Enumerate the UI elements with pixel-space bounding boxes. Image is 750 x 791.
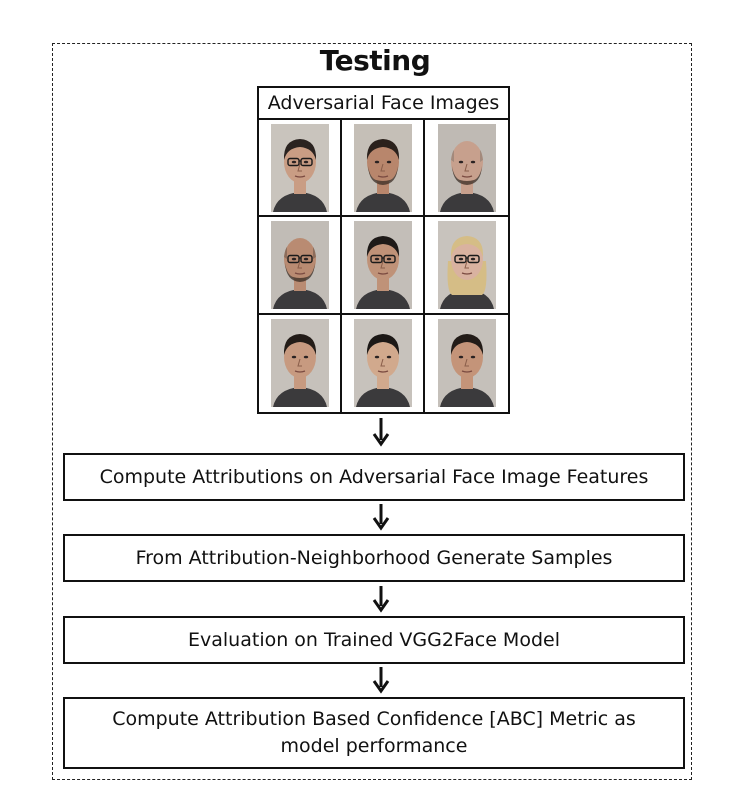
face-image-cell bbox=[259, 314, 342, 412]
step-compute-attributions-label: Compute Attributions on Adversarial Face… bbox=[99, 466, 649, 488]
arrow-down-icon bbox=[372, 667, 390, 694]
face-image-cell bbox=[342, 217, 425, 315]
step-abc-metric: Compute Attribution Based Confidence [AB… bbox=[63, 697, 685, 769]
face-image-cell bbox=[425, 315, 508, 412]
face-image-cell bbox=[259, 120, 342, 218]
arrow-down-icon bbox=[372, 504, 390, 531]
arrow-down-icon bbox=[372, 586, 390, 613]
face-photo bbox=[437, 220, 496, 309]
face-image-cell bbox=[342, 120, 425, 218]
adversarial-images-label: Adversarial Face Images bbox=[267, 92, 500, 114]
face-photo bbox=[437, 319, 496, 408]
face-image-grid bbox=[259, 118, 508, 412]
step-abc-metric-label: Compute Attribution Based Confidence [AB… bbox=[112, 708, 636, 757]
face-image-cell bbox=[425, 120, 508, 218]
face-photo bbox=[437, 123, 496, 212]
adversarial-images-panel: Adversarial Face Images bbox=[257, 86, 510, 414]
face-photo bbox=[353, 123, 412, 212]
face-photo bbox=[353, 220, 412, 309]
face-photo bbox=[270, 220, 329, 309]
step-compute-attributions: Compute Attributions on Adversarial Face… bbox=[63, 453, 685, 501]
step-evaluation-label: Evaluation on Trained VGG2Face Model bbox=[188, 629, 560, 651]
arrow-down-icon bbox=[372, 418, 390, 447]
face-photo bbox=[353, 319, 412, 408]
diagram-title: Testing bbox=[319, 44, 431, 77]
face-image-cell bbox=[259, 217, 342, 315]
step-generate-samples-label: From Attribution-Neighborhood Generate S… bbox=[135, 547, 613, 569]
step-generate-samples: From Attribution-Neighborhood Generate S… bbox=[63, 534, 685, 582]
face-photo bbox=[270, 123, 329, 212]
testing-frame bbox=[52, 43, 692, 780]
face-image-cell bbox=[342, 314, 425, 412]
face-image-cell bbox=[425, 217, 508, 315]
face-photo bbox=[270, 319, 329, 408]
step-evaluation: Evaluation on Trained VGG2Face Model bbox=[63, 616, 685, 664]
